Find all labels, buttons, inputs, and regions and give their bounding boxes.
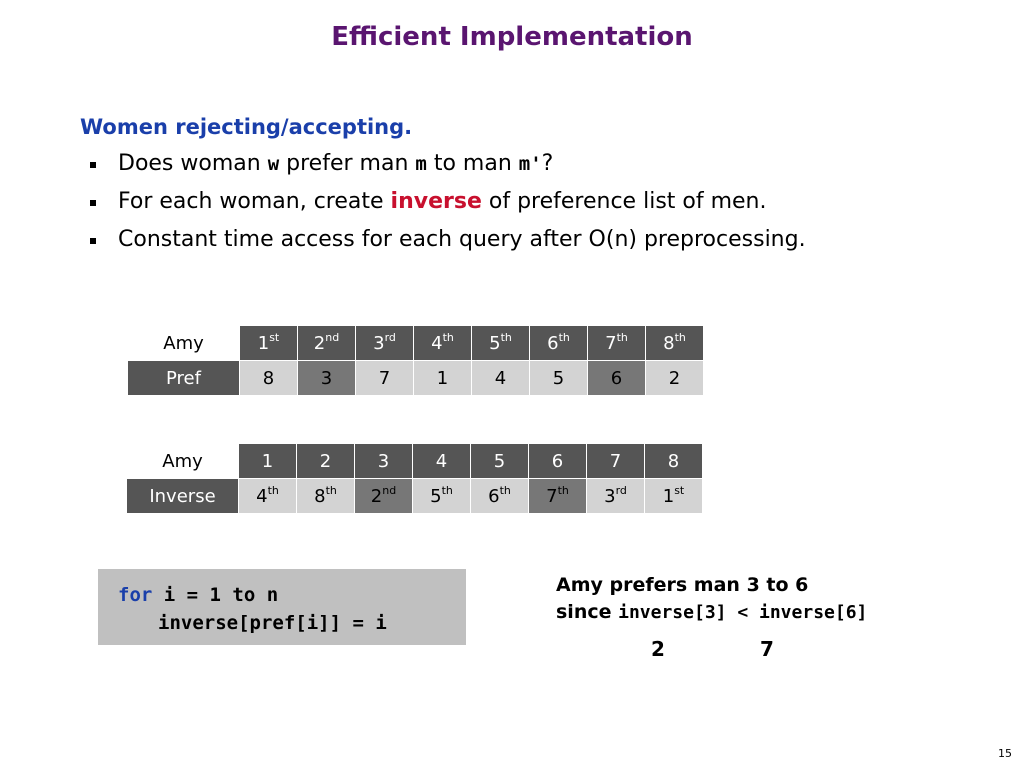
bullet-square-icon <box>90 162 96 168</box>
bullet-square-icon <box>90 238 96 244</box>
index-cell: 5 <box>470 443 529 479</box>
pref-cell: 7 <box>355 360 414 396</box>
code-m-prime: m' <box>518 153 542 175</box>
index-cell: 2 <box>296 443 355 479</box>
note-code: inverse[3] < inverse[6] <box>618 602 868 623</box>
note-line: Amy prefers man 3 to 6 <box>556 574 809 596</box>
pref-table: Amy 1st 2nd 3rd 4th 5th 6th 7th 8th Pref… <box>127 325 704 396</box>
index-cell: 7 <box>586 443 645 479</box>
code-w: w <box>267 153 280 175</box>
highlight-inverse: inverse <box>390 189 482 214</box>
bullet-text: of preference list of men. <box>481 189 767 214</box>
bullet-text: For each woman, create <box>118 189 391 214</box>
inverse-cell: 6th <box>470 478 529 514</box>
row-label: Amy <box>126 443 239 479</box>
index-cell: 3 <box>354 443 413 479</box>
inverse-value-3: 2 <box>651 637 665 661</box>
bullet-item: Constant time access for each query afte… <box>88 224 806 262</box>
pref-cell: 4 <box>471 360 530 396</box>
bullet-text: Does woman <box>118 151 268 176</box>
pref-cell-highlighted: 6 <box>587 360 646 396</box>
code-m: m <box>415 153 427 175</box>
pref-cell: 8 <box>239 360 298 396</box>
row-label: Pref <box>127 360 240 396</box>
pref-cell-highlighted: 3 <box>297 360 356 396</box>
rank-cell: 5th <box>471 325 530 361</box>
code-line: for i = 1 to n <box>118 581 466 609</box>
index-cell: 1 <box>238 443 297 479</box>
bullet-item: Does woman w prefer man m to man m'? <box>88 148 806 186</box>
inverse-cell: 5th <box>412 478 471 514</box>
inverse-cell: 3rd <box>586 478 645 514</box>
table-row: Inverse 4th 8th 2nd 5th 6th 7th 3rd 1st <box>126 478 703 514</box>
index-cell: 4 <box>412 443 471 479</box>
pref-cell: 1 <box>413 360 472 396</box>
inverse-cell: 1st <box>644 478 703 514</box>
bullet-text: ? <box>541 151 554 176</box>
page-number: 15 <box>998 747 1012 760</box>
inverse-cell: 8th <box>296 478 355 514</box>
inverse-cell-highlighted: 2nd <box>354 478 413 514</box>
note-text: since <box>556 601 619 623</box>
section-heading: Women rejecting/accepting. <box>80 115 413 139</box>
bullet-item: For each woman, create inverse of prefer… <box>88 186 806 224</box>
bullet-text: prefer man <box>279 151 416 176</box>
rank-cell: 8th <box>645 325 704 361</box>
pref-cell: 2 <box>645 360 704 396</box>
index-cell: 6 <box>528 443 587 479</box>
inverse-table: Amy 1 2 3 4 5 6 7 8 Inverse 4th 8th 2nd … <box>126 443 703 514</box>
explanation-note: Amy prefers man 3 to 6 since inverse[3] … <box>556 572 867 626</box>
code-block: for i = 1 to n inverse[pref[i]] = i <box>98 569 466 645</box>
table-row: Amy 1 2 3 4 5 6 7 8 <box>126 443 703 479</box>
code-keyword: for <box>118 584 153 606</box>
rank-cell: 2nd <box>297 325 356 361</box>
code-text: i = 1 to n <box>152 584 279 606</box>
rank-cell: 7th <box>587 325 646 361</box>
bullet-text: to man <box>426 151 519 176</box>
slide-title: Efficient Implementation <box>331 22 693 52</box>
pref-cell: 5 <box>529 360 588 396</box>
note-line: since inverse[3] < inverse[6] <box>556 599 867 626</box>
bullet-text: Constant time access for each query afte… <box>118 227 806 252</box>
table-row: Pref 8 3 7 1 4 5 6 2 <box>127 360 704 396</box>
row-label: Amy <box>127 325 240 361</box>
rank-cell: 4th <box>413 325 472 361</box>
inverse-cell: 4th <box>238 478 297 514</box>
code-line: inverse[pref[i]] = i <box>158 612 387 634</box>
rank-cell: 6th <box>529 325 588 361</box>
rank-cell: 1st <box>239 325 298 361</box>
rank-cell: 3rd <box>355 325 414 361</box>
bullet-list: Does woman w prefer man m to man m'? For… <box>88 148 806 262</box>
inverse-cell-highlighted: 7th <box>528 478 587 514</box>
row-label: Inverse <box>126 478 239 514</box>
bullet-square-icon <box>90 200 96 206</box>
index-cell: 8 <box>644 443 703 479</box>
inverse-value-6: 7 <box>760 637 774 661</box>
table-row: Amy 1st 2nd 3rd 4th 5th 6th 7th 8th <box>127 325 704 361</box>
